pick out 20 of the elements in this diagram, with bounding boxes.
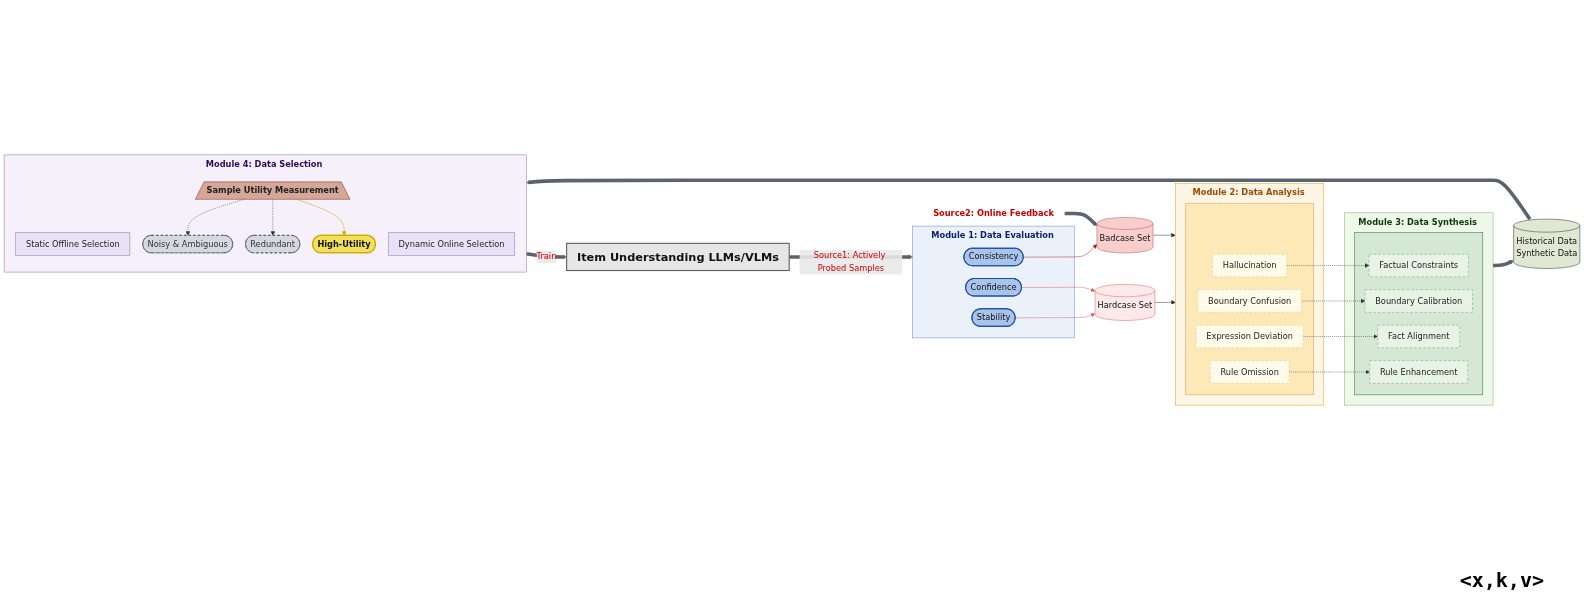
node-box: Rule Omission bbox=[1209, 360, 1290, 384]
arrow bbox=[526, 178, 1532, 221]
node-box: Factual Constraints bbox=[1368, 253, 1469, 278]
node-box: Dynamic Online Selection bbox=[388, 232, 516, 256]
edge-label: Train bbox=[536, 251, 557, 262]
node-box: Hallucination bbox=[1212, 253, 1288, 278]
edge-label: Source1: Actively Probed Samples bbox=[813, 250, 886, 273]
node-box: Expression Deviation bbox=[1195, 324, 1304, 349]
arrow bbox=[1064, 211, 1098, 227]
node-box: Item Understanding LLMs/VLMs bbox=[566, 242, 790, 272]
tuple-label: <x,k,v> bbox=[1459, 568, 1544, 592]
cluster bbox=[1354, 232, 1484, 396]
node-box: Boundary Confusion bbox=[1197, 289, 1302, 313]
node-box: Fact Alignment bbox=[1377, 324, 1461, 349]
node-text: Source2: Online Feedback bbox=[933, 208, 1054, 219]
arrow bbox=[1493, 259, 1514, 268]
node-box: Boundary Calibration bbox=[1364, 289, 1473, 313]
cluster bbox=[1185, 202, 1314, 396]
node-box: Rule Enhancement bbox=[1369, 360, 1468, 384]
node-box: Static Offline Selection bbox=[15, 232, 131, 256]
